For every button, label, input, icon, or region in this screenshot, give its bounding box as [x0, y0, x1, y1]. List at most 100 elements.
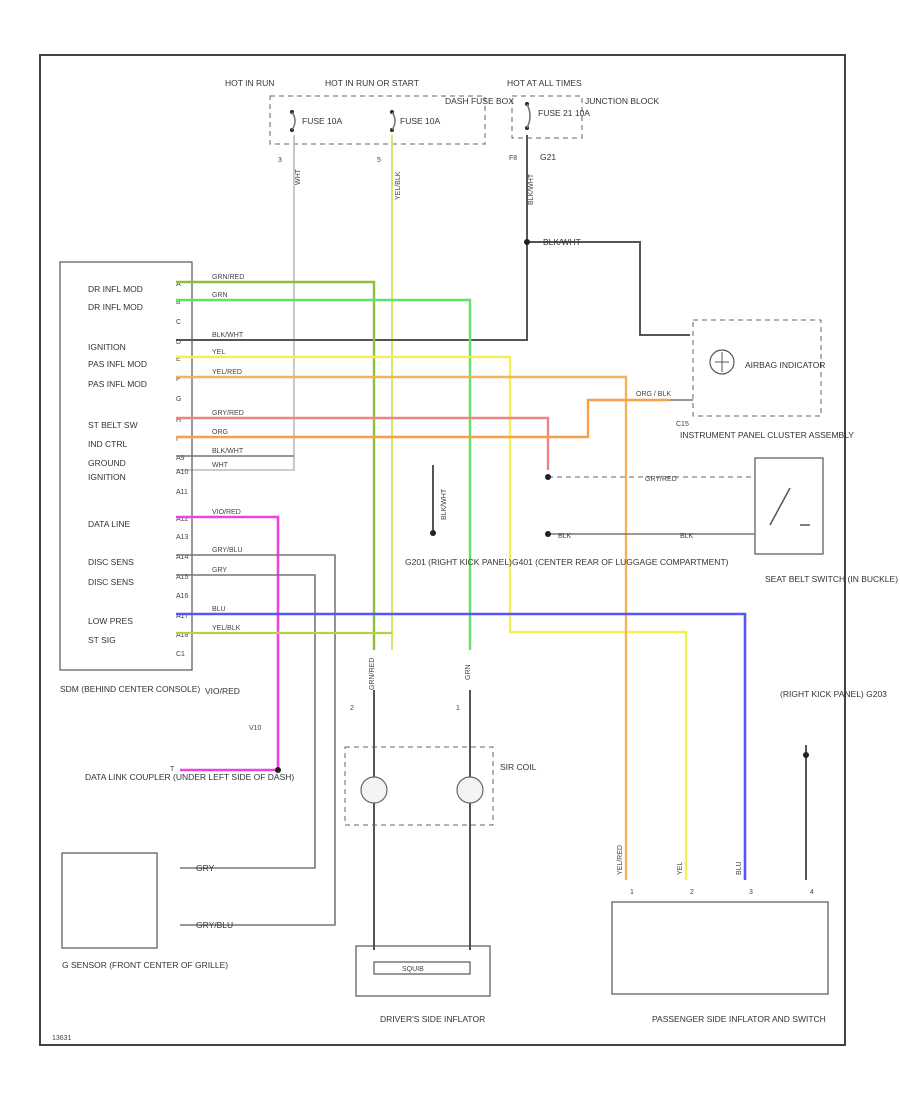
sdm-caption: SDM (BEHIND CENTER CONSOLE)	[60, 684, 200, 694]
sdm-row-label: ST SIG	[88, 635, 116, 645]
sdm-row-label: ST BELT SW	[88, 420, 138, 430]
sdm-row-pin: B	[176, 299, 181, 306]
fuse-b-label: FUSE 10A	[400, 116, 440, 126]
sdm-row-pin: A18	[176, 632, 189, 639]
airbag-indicator-icon	[709, 349, 735, 375]
g-sensor-box	[61, 852, 158, 949]
wire-yel	[176, 355, 688, 880]
dlc-pin-label: V10	[249, 725, 262, 732]
dash-fuse-box-label: DASH FUSE BOX	[445, 96, 514, 106]
sir-coil-label: SIR COIL	[500, 762, 537, 772]
indicator-outline	[692, 319, 822, 417]
driver-caption: DRIVER'S SIDE INFLATOR	[380, 1014, 485, 1024]
driver-inflator-box	[355, 945, 491, 997]
sdm-row-pin: F	[176, 376, 180, 383]
sdm-row-pin: C1	[176, 651, 185, 658]
squib-element	[373, 961, 471, 975]
gsensor-caption: G SENSOR (FRONT CENTER OF GRILLE)	[62, 960, 228, 970]
driver-wire-left: GRN/RED	[369, 658, 376, 690]
diagram-frame	[39, 54, 846, 1046]
sdm-row-wire: BLK/WHT	[212, 448, 244, 455]
sdm-row-pin: A14	[176, 554, 189, 561]
wire-blk-wht-indicator	[527, 241, 690, 336]
fuse-icon-a	[290, 110, 296, 132]
yel-blk-wire-label: YEL/BLK	[395, 171, 402, 200]
sdm-row-pin: A11	[176, 489, 188, 496]
seatbelt-caption: SEAT BELT SWITCH (IN BUCKLE)	[765, 574, 898, 584]
sdm-row-pin: A9	[176, 455, 185, 462]
wire-blk-wht-ignition	[176, 135, 528, 341]
driver-wire-right: GRN	[465, 664, 472, 680]
seatbelt-wire-label: BLK	[558, 533, 572, 540]
sdm-row-wire: GRN	[212, 292, 228, 299]
sdm-row-label: IGNITION	[88, 342, 126, 352]
sdm-row-label: PAS INFL MOD	[88, 359, 147, 369]
sdm-row-label: LOW PRES	[88, 616, 133, 626]
wire-grn	[176, 298, 472, 650]
indicator-connector: C15	[676, 421, 689, 428]
sdm-row-pin: D	[176, 339, 181, 346]
sdm-row-wire: BLU	[212, 606, 226, 613]
sdm-row-label: DR INFL MOD	[88, 302, 143, 312]
passenger-wire-label: BLU	[736, 861, 743, 875]
sdm-row-wire: GRY	[212, 567, 227, 574]
wire-gry-blu	[176, 554, 336, 926]
sdm-row-pin: A17	[176, 613, 189, 620]
sdm-row-label: IGNITION	[88, 472, 126, 482]
splice-dot-2	[545, 474, 551, 480]
sdm-row-wire: YEL	[212, 349, 225, 356]
sdm-row-pin: G	[176, 396, 181, 403]
fuse-a-label: FUSE 10A	[302, 116, 342, 126]
junction-block-label: JUNCTION BLOCK	[585, 96, 659, 106]
dlc-pin-t: T	[170, 766, 175, 773]
passenger-wire-label: YEL	[677, 862, 684, 875]
coil-icon-left	[360, 776, 388, 804]
splice-blk-wht-label: BLK/WHT	[543, 237, 581, 247]
g201-ground-icon	[430, 530, 436, 536]
blk-wht-wire-label: BLK/WHT	[528, 173, 535, 205]
wire-yel-red	[176, 375, 628, 880]
gsensor-wire1: GRY	[196, 863, 215, 873]
fuse-c-label: FUSE 21 10A	[538, 108, 590, 118]
sdm-row-label: DISC SENS	[88, 577, 134, 587]
passenger-caption: PASSENGER SIDE INFLATOR AND SWITCH	[652, 1014, 826, 1024]
sir-coil-outline	[344, 746, 494, 826]
wire-gry	[176, 574, 316, 869]
pin-5: 5	[377, 157, 381, 164]
g201-wire-label: BLK/WHT	[441, 488, 448, 520]
sdm-row-label: IND CTRL	[88, 439, 127, 449]
sdm-module	[59, 261, 193, 671]
sdm-row-pin: I	[176, 436, 178, 443]
indicator-wire-label: ORG / BLK	[636, 391, 671, 398]
kick-right-caption: (RIGHT KICK PANEL) G203	[780, 689, 887, 699]
sdm-row-label: GROUND	[88, 458, 126, 468]
wire-gry-red	[176, 416, 550, 470]
passenger-pin: 1	[630, 889, 634, 896]
sdm-row-pin: E	[176, 356, 181, 363]
passenger-pin: 3	[749, 889, 753, 896]
sdm-row-label: DR INFL MOD	[88, 284, 143, 294]
driver-pin-left: 2	[350, 705, 354, 712]
g201-caption: G201 (RIGHT KICK PANEL)	[405, 557, 512, 567]
sdm-row-wire: BLK/WHT	[212, 332, 244, 339]
splice-dot	[524, 239, 530, 245]
ground-dot	[545, 531, 551, 537]
sdm-row-wire: YEL/RED	[212, 369, 242, 376]
coil-icon-right	[456, 776, 484, 804]
sdm-row-wire: YEL/BLK	[212, 625, 241, 632]
sdm-row-label: DISC SENS	[88, 557, 134, 567]
dash-fuse-box-outline	[269, 95, 486, 145]
driver-pin-right: 1	[456, 705, 460, 712]
sdm-row-pin: H	[176, 417, 181, 424]
footer-code: 13631	[52, 1035, 72, 1042]
dlc-caption: DATA LINK COUPLER (UNDER LEFT SIDE OF DA…	[85, 772, 294, 782]
wire-wht-ignition	[176, 135, 295, 471]
wire-blu	[176, 612, 747, 880]
pin-f8: F8	[509, 155, 517, 162]
sdm-row-pin: C	[176, 319, 181, 326]
cluster-wire-label: GRY/RED	[645, 476, 677, 483]
sdm-row-pin: A10	[176, 469, 189, 476]
sdm-row-pin: A16	[176, 593, 189, 600]
dlc-wire-label: VIO/RED	[205, 686, 240, 696]
